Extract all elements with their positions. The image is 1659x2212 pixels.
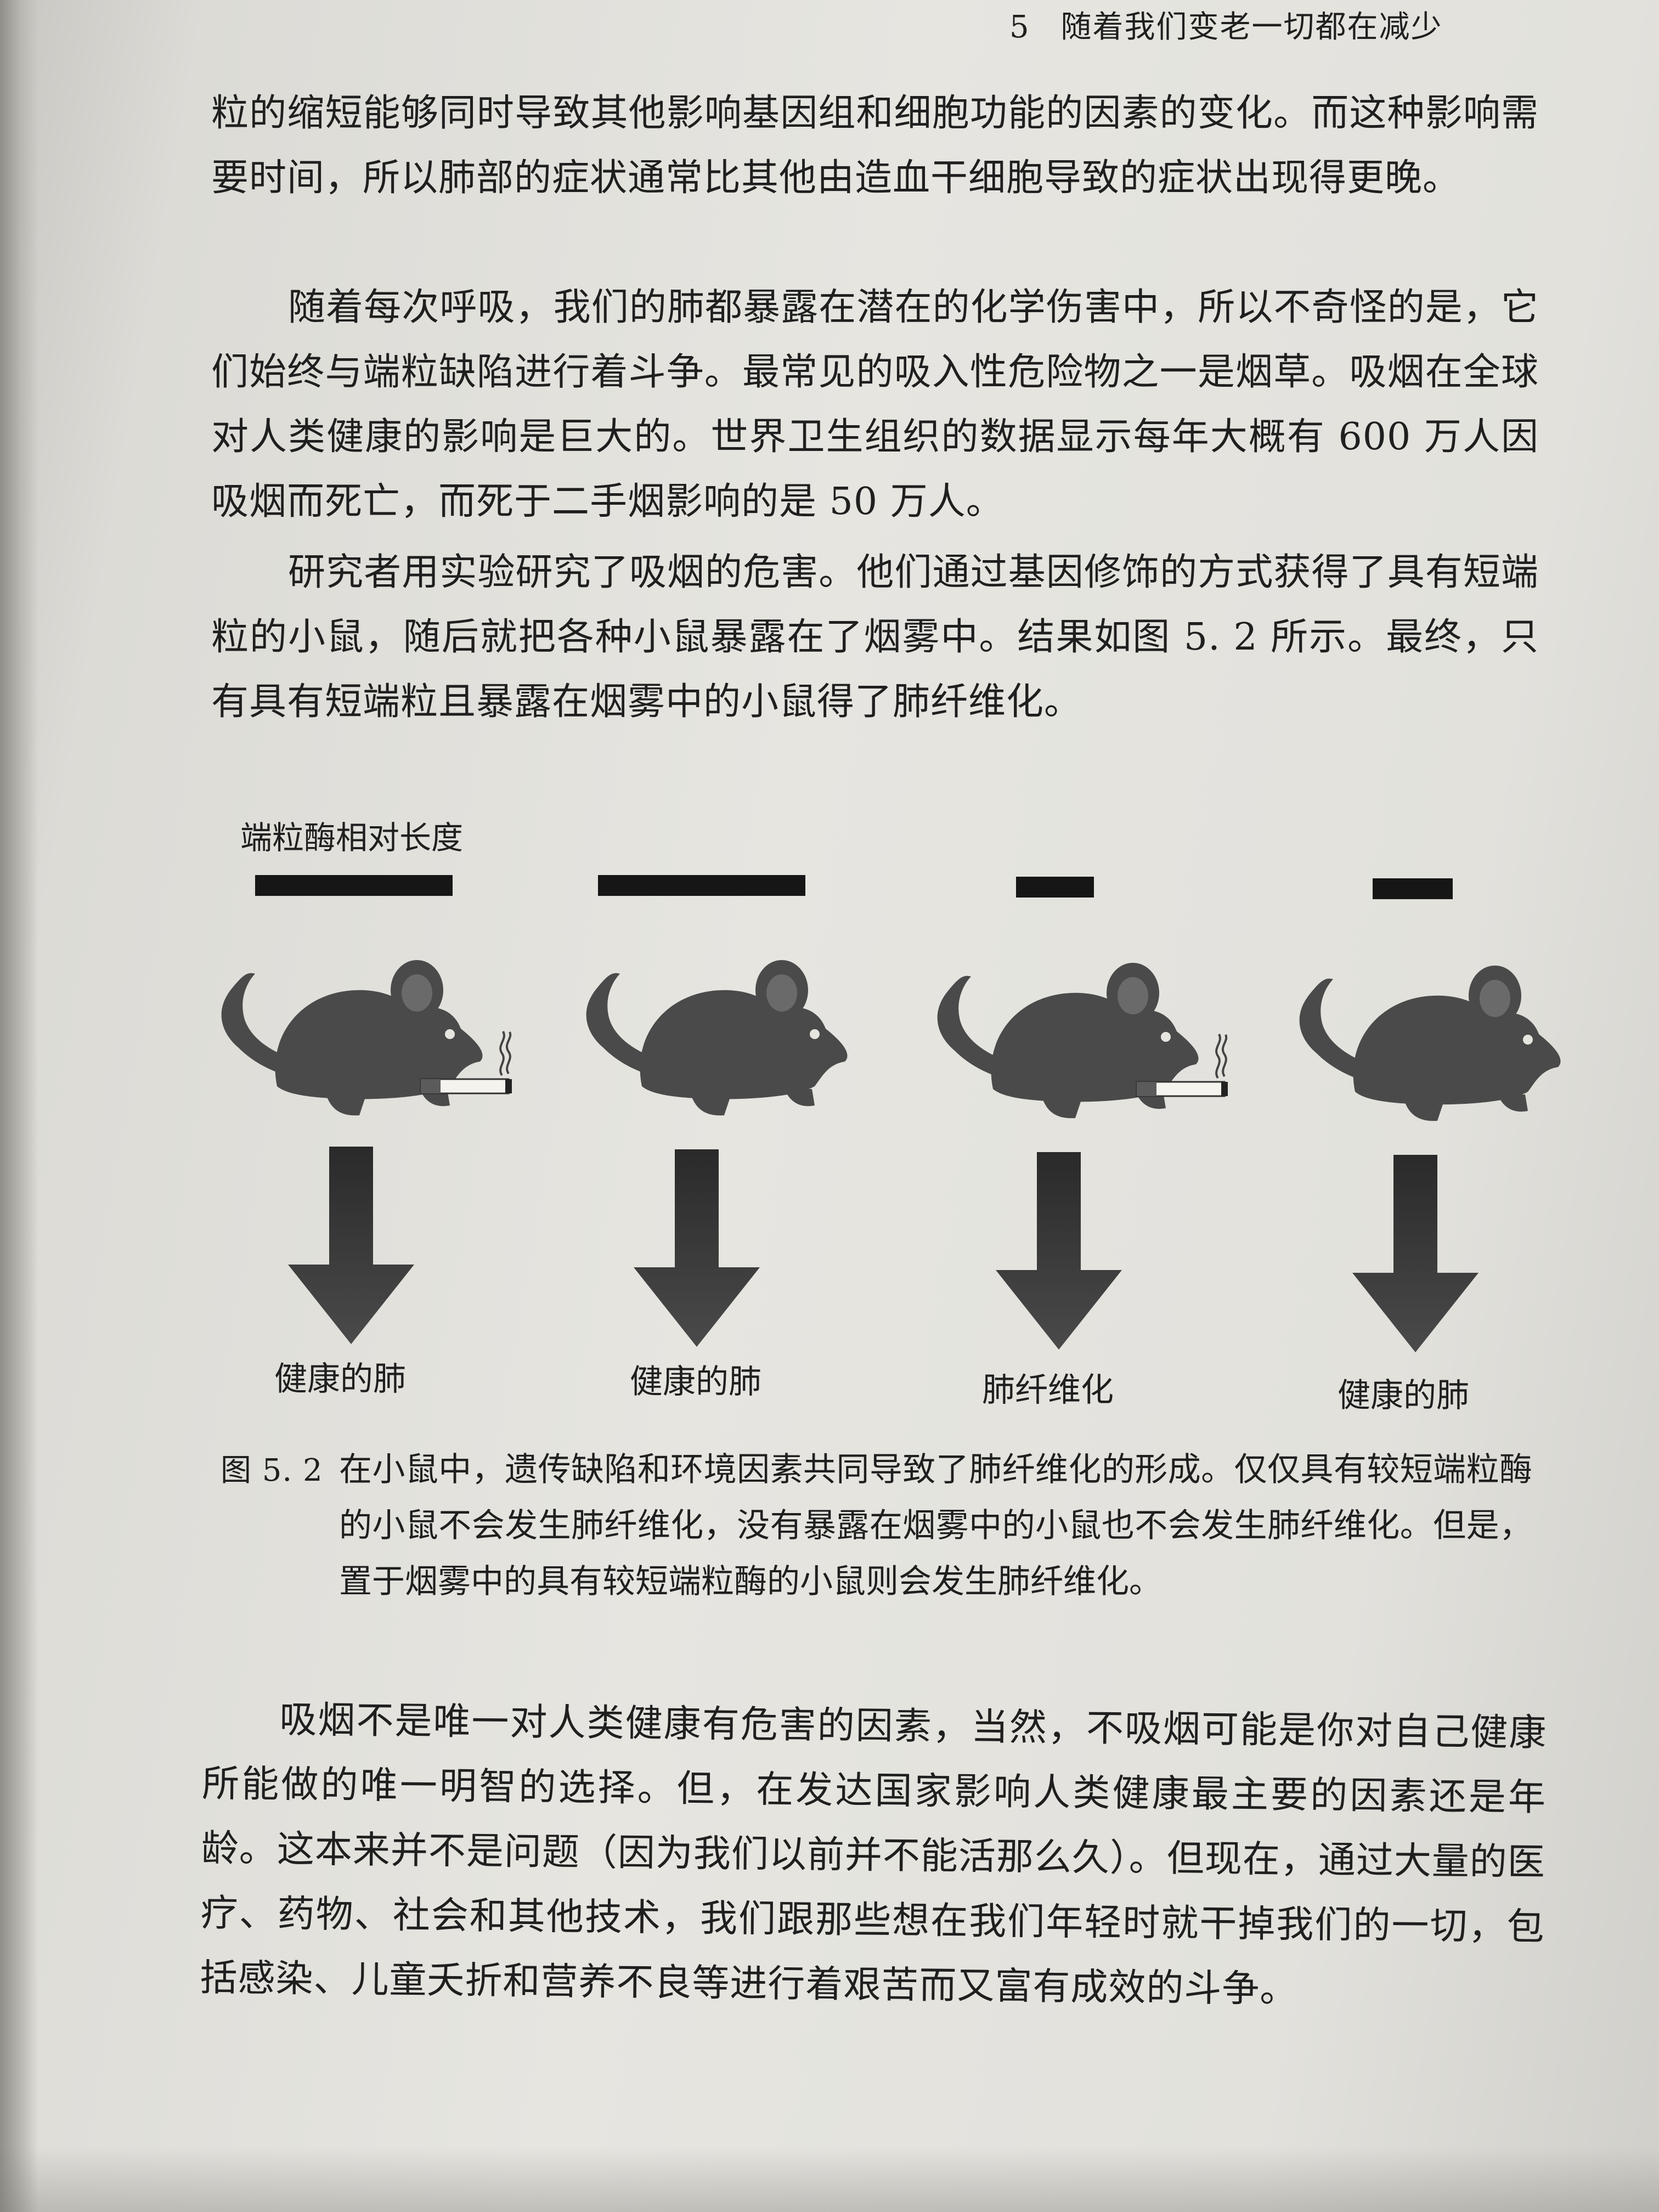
mouse-icon: [586, 960, 848, 1116]
telomere-bar-long: [598, 875, 805, 896]
body-paragraph-3: 研究者用实验研究了吸烟的危害。他们通过基因修饰的方式获得了具有短端粒的小鼠，随后…: [211, 551, 1539, 724]
figure-title: 端粒酶相对长度: [240, 819, 464, 856]
mouse-icon: [937, 963, 1229, 1119]
body-paragraph-4: 吸烟不是唯一对人类健康有危害的因素，当然，不吸烟可能是你对自己健康所能做的唯一明…: [200, 1698, 1547, 2011]
body-paragraph-1: 粒的缩短能够同时导致其他影响基因组和细胞功能的因素的变化。而这种影响需要时间，所…: [211, 92, 1539, 200]
down-arrow-icon: [1352, 1155, 1479, 1352]
telomere-bar-long: [255, 875, 453, 896]
figure-caption-text: 在小鼠中，遗传缺陷和环境因素共同导致了肺纤维化的形成。仅仅具有较短端粒酶的小鼠不…: [339, 1451, 1532, 1601]
outcome-label: 健康的肺: [274, 1360, 406, 1398]
chapter-number: 5: [1009, 9, 1030, 45]
telomere-bar-short: [1373, 878, 1453, 899]
down-arrow-icon: [996, 1152, 1122, 1350]
figure-caption-label: 图 5. 2: [221, 1453, 323, 1488]
mouse-icon: [221, 960, 513, 1116]
running-head: 5 随着我们变老一切都在减少: [1009, 2, 1442, 47]
chapter-title: 随着我们变老一切都在减少: [1060, 9, 1443, 45]
outcome-label: 肺纤维化: [982, 1371, 1114, 1409]
mouse-icon: [1299, 966, 1561, 1121]
body-paragraph-2: 随着每次呼吸，我们的肺都暴露在潜在的化学伤害中，所以不奇怪的是，它们始终与端粒缺…: [211, 286, 1539, 523]
down-arrow-icon: [634, 1149, 760, 1347]
down-arrow-icon: [288, 1147, 414, 1344]
page-bottom-shadow: [0, 2146, 1659, 2212]
telomere-bar-short: [1016, 877, 1094, 898]
outcome-label: 健康的肺: [630, 1363, 761, 1401]
outcome-label: 健康的肺: [1338, 1376, 1469, 1415]
page-gutter-shadow: [0, 0, 38, 2212]
